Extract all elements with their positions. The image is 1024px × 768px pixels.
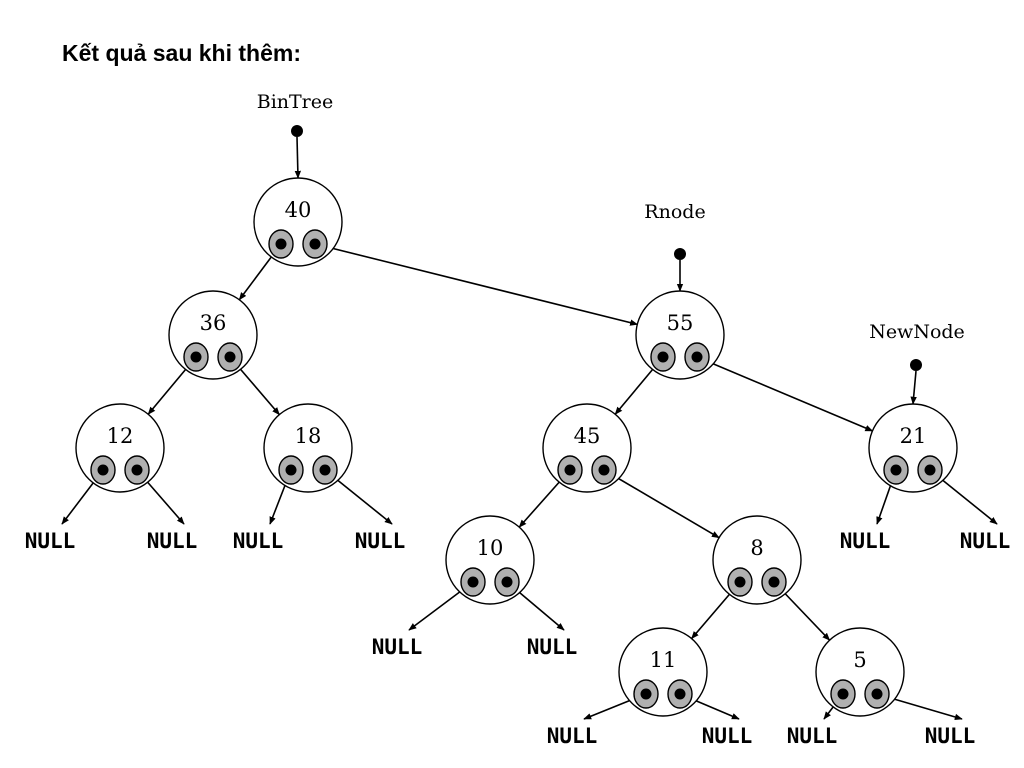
- pointer-label-bintree: BinTree: [257, 91, 334, 113]
- null-label-12-left: NULL: [25, 529, 76, 553]
- null-label-10-right: NULL: [527, 635, 578, 659]
- node-10-right-pointer-dot: [501, 576, 513, 588]
- node-value-40: 40: [285, 198, 312, 222]
- node-value-55: 55: [667, 311, 694, 335]
- node-5-right-pointer-dot: [871, 688, 883, 700]
- null-label-5-left: NULL: [787, 724, 838, 748]
- tree-node-18: 18: [263, 403, 353, 493]
- null-label-5-right: NULL: [925, 724, 976, 748]
- null-label-11-left: NULL: [547, 724, 598, 748]
- null-label-18-left: NULL: [233, 529, 284, 553]
- node-circle-18: [263, 403, 353, 493]
- node-40-left-pointer-dot: [275, 238, 287, 250]
- null-label-11-right: NULL: [702, 724, 753, 748]
- edge-n40-n55: [314, 243, 639, 326]
- node-36-left-pointer-dot: [190, 351, 202, 363]
- null-label-21-right: NULL: [960, 529, 1011, 553]
- node-8-right-pointer-dot: [768, 576, 780, 588]
- node-circle-11: [618, 627, 708, 717]
- node-value-12: 12: [107, 424, 134, 448]
- node-circle-5: [815, 627, 905, 717]
- node-circle-40: [253, 177, 343, 267]
- node-21-left-pointer-dot: [890, 464, 902, 476]
- node-value-5: 5: [853, 648, 866, 672]
- node-5-left-pointer-dot: [837, 688, 849, 700]
- node-36-right-pointer-dot: [224, 351, 236, 363]
- tree-node-36: 36: [168, 290, 258, 380]
- tree-node-45: 45: [542, 403, 632, 493]
- tree-node-55: 55: [635, 290, 725, 380]
- node-circle-36: [168, 290, 258, 380]
- node-55-right-pointer-dot: [691, 351, 703, 363]
- pointer-label-rnode: Rnode: [644, 201, 705, 223]
- node-circle-21: [868, 403, 958, 493]
- node-40-right-pointer-dot: [309, 238, 321, 250]
- tree-node-10: 10: [445, 515, 535, 605]
- tree-node-11: 11: [618, 627, 708, 717]
- node-layer: 40 36 12 18 55 45 21 10 8 11 5: [75, 177, 958, 717]
- pointer-label-newnode: NewNode: [869, 321, 965, 343]
- node-value-10: 10: [477, 536, 504, 560]
- node-circle-12: [75, 403, 165, 493]
- null-label-10-left: NULL: [372, 635, 423, 659]
- node-12-left-pointer-dot: [97, 464, 109, 476]
- node-8-left-pointer-dot: [734, 576, 746, 588]
- node-18-left-pointer-dot: [285, 464, 297, 476]
- null-label-21-left: NULL: [840, 529, 891, 553]
- node-45-right-pointer-dot: [598, 464, 610, 476]
- tree-node-5: 5: [815, 627, 905, 717]
- node-11-left-pointer-dot: [640, 688, 652, 700]
- node-11-right-pointer-dot: [674, 688, 686, 700]
- edge-n55-n21: [696, 356, 874, 432]
- node-value-21: 21: [900, 424, 927, 448]
- null-label-12-right: NULL: [147, 529, 198, 553]
- tree-node-8: 8: [712, 515, 802, 605]
- node-value-36: 36: [200, 311, 227, 335]
- page-heading: Kết quả sau khi thêm:: [62, 40, 301, 66]
- node-10-left-pointer-dot: [467, 576, 479, 588]
- node-circle-10: [445, 515, 535, 605]
- pointer-dot-newnode: [910, 359, 922, 371]
- pointer-arrow-newnode: [910, 370, 917, 405]
- node-55-left-pointer-dot: [657, 351, 669, 363]
- null-label-18-right: NULL: [355, 529, 406, 553]
- node-value-45: 45: [574, 424, 601, 448]
- tree-node-21: 21: [868, 403, 958, 493]
- node-12-right-pointer-dot: [131, 464, 143, 476]
- tree-node-40: 40: [253, 177, 343, 267]
- node-21-right-pointer-dot: [924, 464, 936, 476]
- node-45-left-pointer-dot: [564, 464, 576, 476]
- node-18-right-pointer-dot: [319, 464, 331, 476]
- node-circle-8: [712, 515, 802, 605]
- pointer-arrow-bintree: [294, 136, 302, 179]
- node-circle-45: [542, 403, 632, 493]
- tree-node-12: 12: [75, 403, 165, 493]
- node-value-8: 8: [750, 536, 763, 560]
- pointer-dot-bintree: [291, 125, 303, 137]
- node-circle-55: [635, 290, 725, 380]
- node-value-18: 18: [295, 424, 322, 448]
- edge-n45-n8: [603, 469, 720, 539]
- node-value-11: 11: [650, 648, 677, 672]
- pointer-dot-rnode: [674, 248, 686, 260]
